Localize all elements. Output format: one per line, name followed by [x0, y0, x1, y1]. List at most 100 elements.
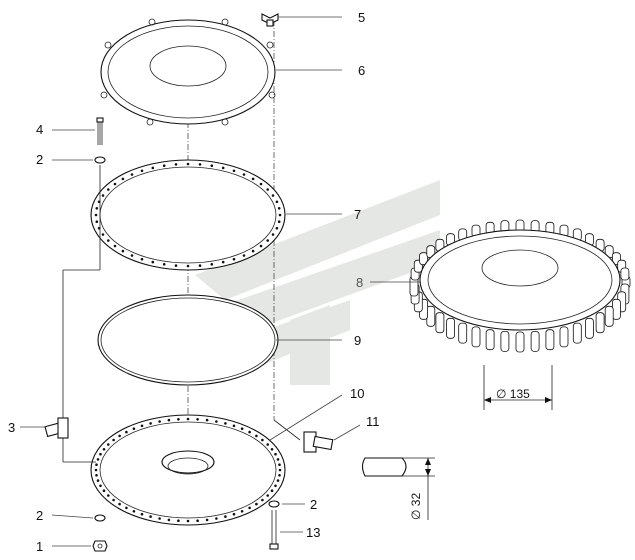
perforation-hole	[196, 418, 199, 421]
callout-9: 9	[354, 333, 361, 348]
perforation-hole	[266, 188, 270, 191]
perforation-hole	[94, 468, 98, 472]
perforation-hole	[149, 422, 152, 425]
perforation-hole	[198, 163, 202, 166]
perforation-hole	[96, 479, 100, 482]
perforation-hole	[94, 213, 98, 217]
perforation-hole	[255, 502, 258, 506]
perforation-hole	[215, 420, 218, 423]
perforation-hole	[278, 468, 282, 472]
perforation-hole	[102, 489, 106, 493]
nozzle-ring-assembly	[409, 219, 631, 353]
perforation-hole	[174, 163, 178, 166]
perforation-hole	[205, 418, 209, 422]
perforation-hole	[224, 515, 227, 518]
perforation-hole	[261, 438, 264, 442]
washer	[94, 156, 106, 164]
perforation-hole	[132, 510, 136, 513]
nozzle	[604, 305, 614, 327]
perforation-hole	[240, 427, 244, 431]
callout-8: 8	[356, 275, 363, 290]
perforation-hole	[210, 164, 214, 167]
perforation-hole	[196, 519, 199, 522]
perforation-hole	[215, 517, 218, 520]
perforation-hole	[149, 515, 152, 518]
perforation-hole	[121, 177, 125, 181]
perforation-hole	[242, 254, 246, 257]
nozzle	[559, 326, 569, 348]
perforation-hole	[186, 417, 190, 421]
perforation-hole	[198, 264, 202, 267]
perforation-hole	[130, 254, 134, 257]
callout-6: 6	[358, 63, 365, 78]
perforation-hole	[118, 502, 121, 506]
perforation-hole	[112, 438, 115, 442]
perforation-hole	[232, 169, 236, 173]
perforation-hole	[140, 169, 144, 173]
perforation-hole	[167, 518, 171, 522]
perforation-hole	[205, 518, 209, 522]
perforation-hole	[270, 489, 274, 493]
perforation-hole	[221, 260, 225, 264]
nozzle	[530, 330, 540, 352]
nozzle	[595, 312, 605, 334]
perforation-hole	[255, 434, 258, 438]
perforation-hole	[224, 422, 227, 425]
callout-labels: 5 6 4 2 7 8 9 10 3 11 2 2 13 1	[8, 10, 380, 554]
callout-13: 13	[306, 525, 320, 540]
perforation-hole	[130, 173, 134, 176]
perforation-hole	[107, 443, 110, 446]
callout-2-lower: 2	[36, 508, 43, 523]
nozzle	[620, 267, 630, 281]
bolt	[96, 117, 104, 145]
perforation-hole	[174, 264, 178, 267]
nozzle	[471, 326, 481, 348]
perforation-hole	[232, 424, 236, 428]
clamp-bracket-left	[44, 165, 101, 463]
perforation-hole	[107, 239, 110, 242]
perforation-hole	[232, 257, 236, 261]
perforation-hole	[248, 430, 251, 434]
clamp-bracket-right	[273, 419, 334, 453]
perforation-hole	[210, 263, 214, 266]
perforation-hole	[274, 452, 277, 456]
perforation-hole	[162, 164, 166, 167]
callout-1: 1	[36, 539, 43, 554]
perforation-hole	[177, 519, 180, 522]
callout-2-upper: 2	[36, 152, 43, 167]
perforation-hole	[271, 233, 275, 236]
perforation-hole	[140, 424, 144, 428]
callout-7: 7	[354, 207, 361, 222]
wing-nut	[261, 13, 279, 27]
nozzle	[515, 331, 525, 353]
perforation-hole	[99, 484, 102, 488]
perforation-hole	[95, 220, 99, 223]
perforation-hole	[140, 512, 144, 516]
perforation-hole	[186, 162, 190, 166]
perforation-hole	[186, 519, 190, 523]
perforation-hole	[162, 263, 166, 266]
bolt-lower	[269, 510, 279, 550]
perforation-hole	[248, 506, 251, 510]
perforation-hole	[158, 420, 161, 423]
perforation-hole	[95, 474, 98, 477]
perforation-hole	[277, 220, 281, 223]
perforation-hole	[266, 239, 270, 242]
o-ring	[97, 294, 279, 386]
perforation-hole	[132, 427, 136, 431]
nozzle	[572, 322, 582, 344]
nozzle	[585, 317, 594, 339]
perforation-hole	[259, 244, 263, 248]
perforation-hole	[101, 194, 105, 197]
perforation-hole	[121, 249, 125, 253]
perforation-hole	[140, 257, 144, 261]
nozzle	[612, 298, 621, 320]
cover-plate	[100, 18, 276, 126]
perforation-hole	[102, 448, 106, 451]
perforation-hole	[278, 213, 282, 217]
hose-segment: ∅ 32	[361, 457, 435, 520]
nozzle	[419, 252, 429, 266]
perforation-hole	[99, 452, 102, 456]
perforation-hole	[96, 458, 100, 461]
perforation-hole	[167, 418, 171, 422]
